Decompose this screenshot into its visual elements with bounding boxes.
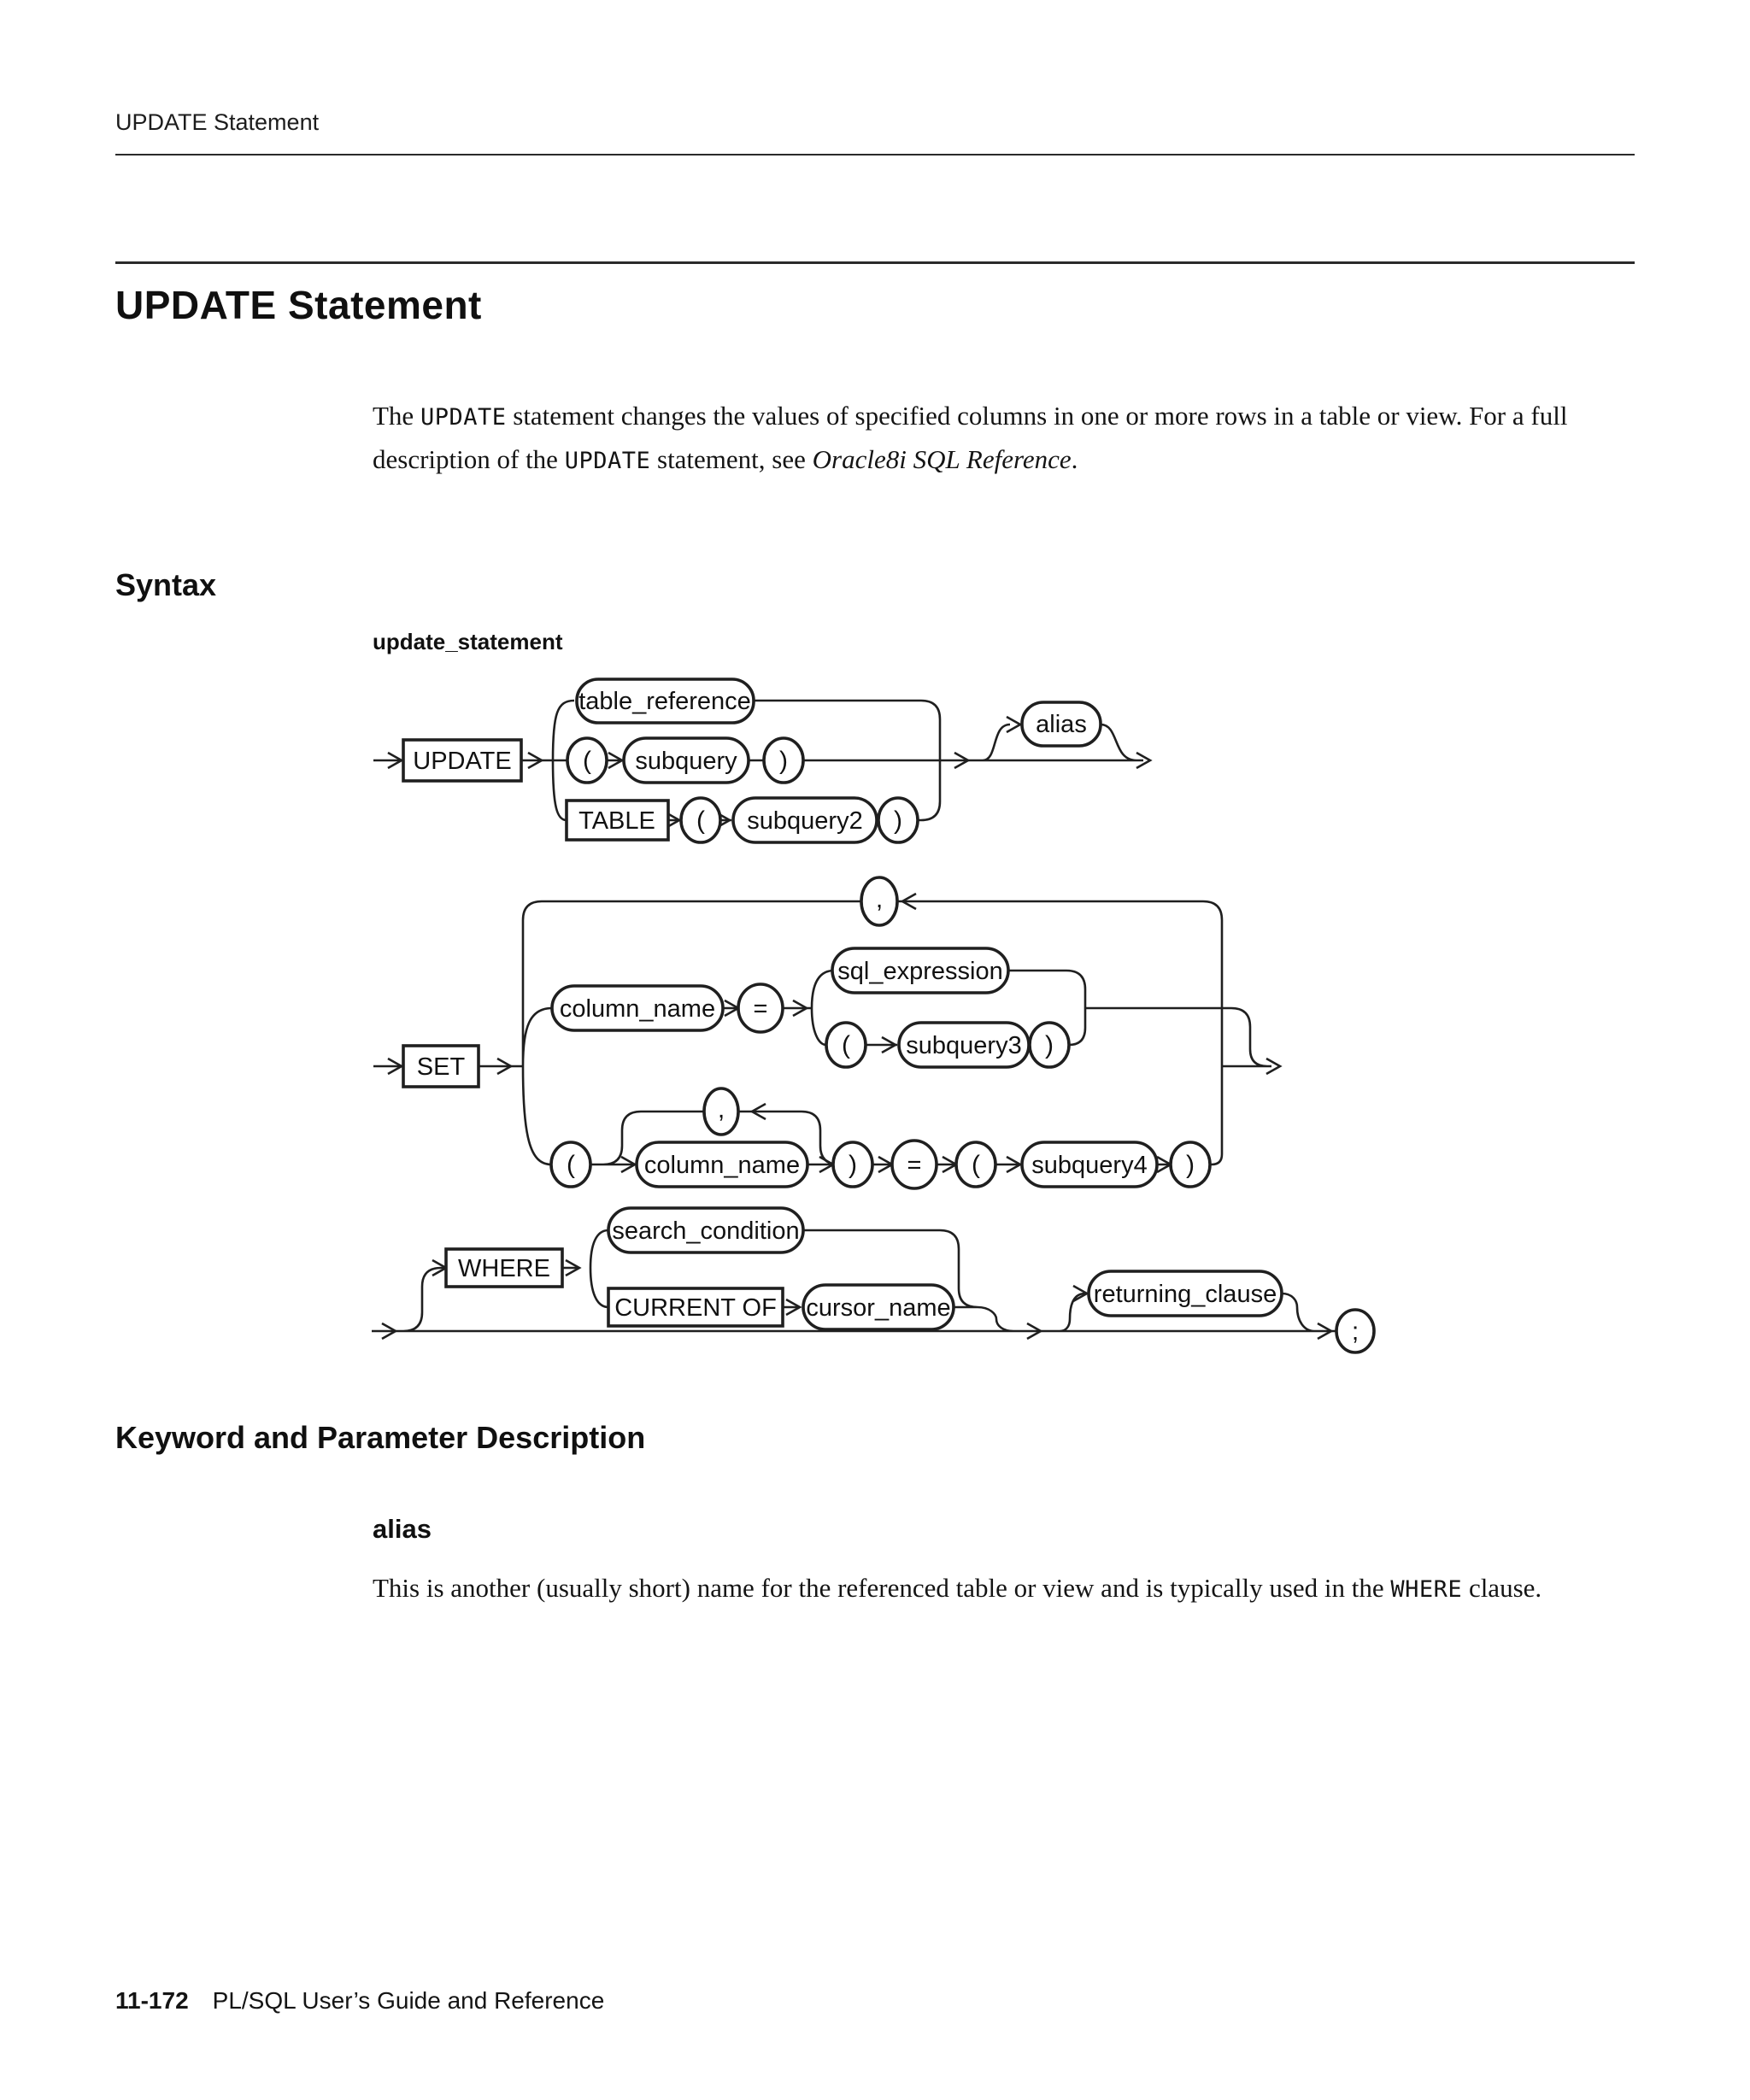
svg-text:table_reference: table_reference [578, 688, 751, 715]
svg-text:subquery3: subquery3 [906, 1032, 1021, 1059]
alias-code-where: WHERE [1390, 1576, 1463, 1603]
svg-text:CURRENT OF: CURRENT OF [614, 1294, 777, 1322]
svg-text:): ) [1045, 1031, 1054, 1059]
node-search-condition: search_condition [607, 1206, 805, 1254]
node-table-keyword: TABLE [565, 799, 670, 842]
page-footer: 11-172 PL/SQL User’s Guide and Reference [115, 1987, 604, 2015]
node-update-keyword: UPDATE [402, 738, 523, 783]
node-where-keyword: WHERE [444, 1247, 564, 1288]
node-lparen-1: ( [566, 736, 608, 784]
node-equals-1: = [737, 983, 784, 1034]
alias-text: clause. [1462, 1573, 1542, 1603]
node-rparen-1: ) [762, 736, 805, 784]
node-equals-2: = [890, 1139, 938, 1190]
intro-paragraph: The UPDATE statement changes the values … [373, 395, 1589, 482]
svg-text:subquery4: subquery4 [1031, 1152, 1147, 1179]
node-rparen-4: ) [831, 1141, 874, 1188]
row-update: UPDATE table_reference ( subquery ) TABL… [373, 678, 1152, 844]
intro-code-update2: UPDATE [564, 448, 651, 474]
node-sql-expression: sql_expression [831, 947, 1010, 994]
alias-text: This is another (usually short) name for… [373, 1573, 1391, 1603]
svg-text:=: = [754, 995, 768, 1023]
keyword-parameter-heading: Keyword and Parameter Description [115, 1420, 646, 1455]
row-where-connectors [372, 1229, 1336, 1333]
intro-text: The [373, 401, 420, 431]
node-table-reference: table_reference [575, 678, 755, 724]
intro-code-update: UPDATE [420, 404, 507, 431]
svg-text:returning_clause: returning_clause [1094, 1281, 1277, 1308]
node-column-name: column_name [550, 984, 725, 1032]
node-lparen-5: ( [954, 1141, 997, 1188]
alias-subheading: alias [373, 1514, 432, 1544]
header-rule [115, 154, 1635, 155]
svg-text:=: = [907, 1152, 922, 1179]
svg-text:alias: alias [1036, 711, 1087, 738]
title-rule [115, 261, 1635, 264]
node-comma-loop: , [860, 876, 899, 927]
svg-text:;: ; [1352, 1317, 1359, 1346]
node-rparen-3: ) [1028, 1021, 1071, 1069]
node-comma-loop-2: , [702, 1087, 740, 1136]
footer-page-number: 11-172 [115, 1987, 189, 2014]
svg-text:WHERE: WHERE [458, 1255, 550, 1282]
svg-text:,: , [718, 1095, 725, 1123]
running-header: UPDATE Statement [115, 109, 320, 135]
svg-text:(: ( [567, 1151, 575, 1179]
node-rparen-5: ) [1169, 1141, 1212, 1188]
svg-text:): ) [779, 747, 788, 775]
node-lparen-4: ( [549, 1141, 592, 1188]
syntax-railroad-diagram: UPDATE table_reference ( subquery ) TABL… [372, 678, 1376, 1354]
svg-text:sql_expression: sql_expression [837, 958, 1002, 985]
svg-text:UPDATE: UPDATE [413, 748, 511, 775]
node-column-name-2: column_name [635, 1141, 809, 1188]
syntax-heading: Syntax [115, 567, 217, 602]
page-title: UPDATE Statement [115, 283, 482, 327]
node-current-of-keyword: CURRENT OF [607, 1287, 784, 1328]
svg-text:,: , [876, 885, 883, 913]
row-where: WHERE search_condition CURRENT OF cursor… [372, 1206, 1376, 1354]
svg-text:(: ( [972, 1151, 980, 1179]
node-semicolon: ; [1335, 1308, 1376, 1354]
node-cursor-name: cursor_name [802, 1283, 955, 1331]
node-alias: alias [1020, 701, 1102, 748]
footer-book-title: PL/SQL User’s Guide and Reference [212, 1987, 605, 2014]
node-lparen-2: ( [679, 796, 722, 844]
svg-text:(: ( [583, 747, 591, 775]
svg-text:(: ( [696, 807, 705, 835]
node-subquery: subquery [622, 736, 750, 784]
intro-text: . [1071, 444, 1078, 474]
svg-text:(: ( [842, 1031, 850, 1059]
svg-text:search_condition: search_condition [612, 1217, 799, 1245]
node-rparen-2: ) [877, 796, 919, 844]
node-subquery4: subquery4 [1020, 1141, 1159, 1188]
svg-text:subquery: subquery [635, 748, 737, 775]
intro-text: statement, see [650, 444, 813, 474]
node-set-keyword: SET [402, 1044, 480, 1088]
intro-text: statement changes the values of specifie… [373, 401, 1568, 474]
svg-text:column_name: column_name [644, 1152, 800, 1179]
svg-text:): ) [894, 807, 902, 835]
node-returning-clause: returning_clause [1087, 1270, 1283, 1317]
row-set-connectors [373, 900, 1271, 1166]
svg-text:column_name: column_name [560, 995, 715, 1023]
node-subquery2: subquery2 [731, 796, 878, 844]
svg-text:): ) [849, 1151, 857, 1179]
diagram-title: update_statement [373, 629, 563, 654]
node-subquery3: subquery3 [897, 1021, 1031, 1069]
svg-text:subquery2: subquery2 [747, 807, 862, 835]
svg-text:TABLE: TABLE [578, 807, 655, 835]
svg-text:): ) [1186, 1151, 1195, 1179]
row-set: SET , column_name = sql_expression ( [373, 876, 1282, 1190]
node-lparen-3: ( [825, 1021, 867, 1069]
intro-book-reference: Oracle8i SQL Reference [812, 444, 1072, 474]
alias-paragraph: This is another (usually short) name for… [373, 1567, 1589, 1610]
svg-text:SET: SET [417, 1053, 466, 1081]
svg-text:cursor_name: cursor_name [806, 1294, 950, 1322]
